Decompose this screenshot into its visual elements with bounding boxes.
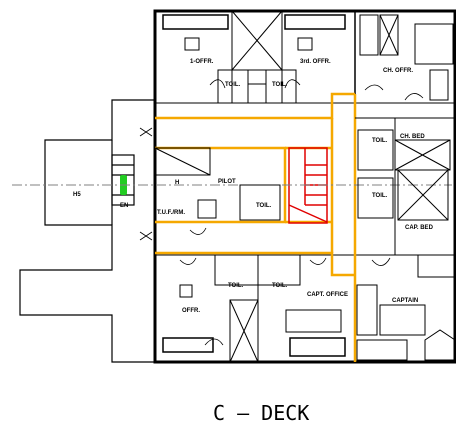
captain-office-label: CAPT. OFFICE (307, 292, 348, 298)
captain-bed-label: CAP. BED (405, 225, 434, 231)
wing-outline (19, 99, 155, 363)
first-officer-label: 1-OFFR. (190, 59, 214, 65)
captain-label: CAPTAIN (392, 298, 418, 304)
fitter-room-label: T.U.F./RM. (157, 210, 185, 216)
pilot-label: PILOT (218, 179, 236, 185)
green-label: EN (120, 203, 128, 209)
toilet-g-label: TOIL. (272, 283, 288, 289)
left-block-label: H5 (73, 192, 81, 198)
right-rooms (355, 117, 456, 361)
left-label: H (175, 180, 179, 186)
toilet-d-label: TOIL. (372, 193, 388, 199)
toilet-a-label: TOIL. (225, 82, 241, 88)
vent-shafts (379, 14, 451, 221)
third-officer-label: 3rd. OFFR. (300, 59, 331, 65)
officer-bottom-label: OFFR. (182, 308, 200, 314)
toilet-b-label: TOIL. (272, 82, 288, 88)
deck-title: C – DECK (213, 401, 309, 425)
toilet-f-label: TOIL. (228, 283, 244, 289)
door-swing-icon (139, 79, 424, 346)
toilet-c-label: TOIL. (372, 138, 388, 144)
top-cabins (162, 10, 454, 104)
toilet-e-label: TOIL. (256, 203, 272, 209)
pilot-area (154, 147, 281, 221)
bottom-cabins (162, 254, 346, 363)
chief-bed-label: CH. BED (400, 134, 425, 140)
chief-officer-label: CH. OFFR. (383, 68, 413, 74)
corridor-lines (155, 92, 357, 362)
